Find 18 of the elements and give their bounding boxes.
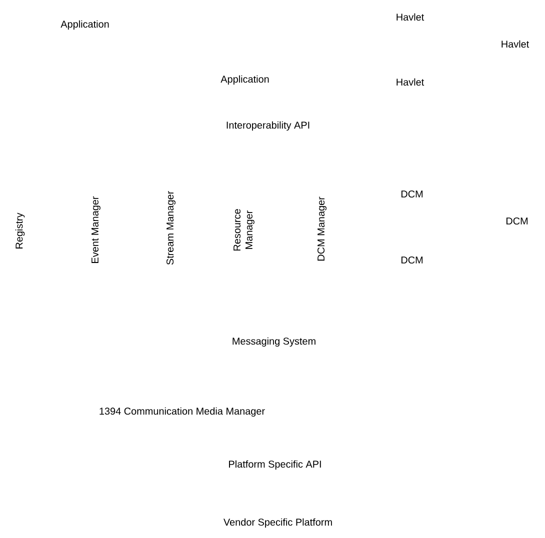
- label-text: Havlet: [396, 78, 424, 86]
- label-text: DCM Manager: [318, 196, 326, 261]
- label-text: Vendor Specific Platform: [224, 518, 332, 528]
- label-text: Havlet: [502, 40, 530, 48]
- label-text: Registry: [15, 212, 25, 248]
- label-text: Resource Manager: [234, 209, 254, 250]
- label-text: Application: [220, 75, 269, 85]
- label-text: 1394 Communication Media Manager: [100, 407, 265, 417]
- label-text: Havlet: [396, 13, 424, 21]
- label-text: Application: [60, 20, 109, 30]
- label-text: DCM: [506, 217, 528, 225]
- label-text: Platform Specific API: [229, 460, 321, 470]
- label-text: Event Manager: [92, 196, 100, 263]
- label-text: Interoperability API: [226, 121, 310, 131]
- label-text: Messaging System: [232, 337, 316, 347]
- label-text: Stream Manager: [166, 191, 176, 265]
- label-text: DCM: [401, 256, 423, 264]
- label-text: DCM: [401, 190, 423, 198]
